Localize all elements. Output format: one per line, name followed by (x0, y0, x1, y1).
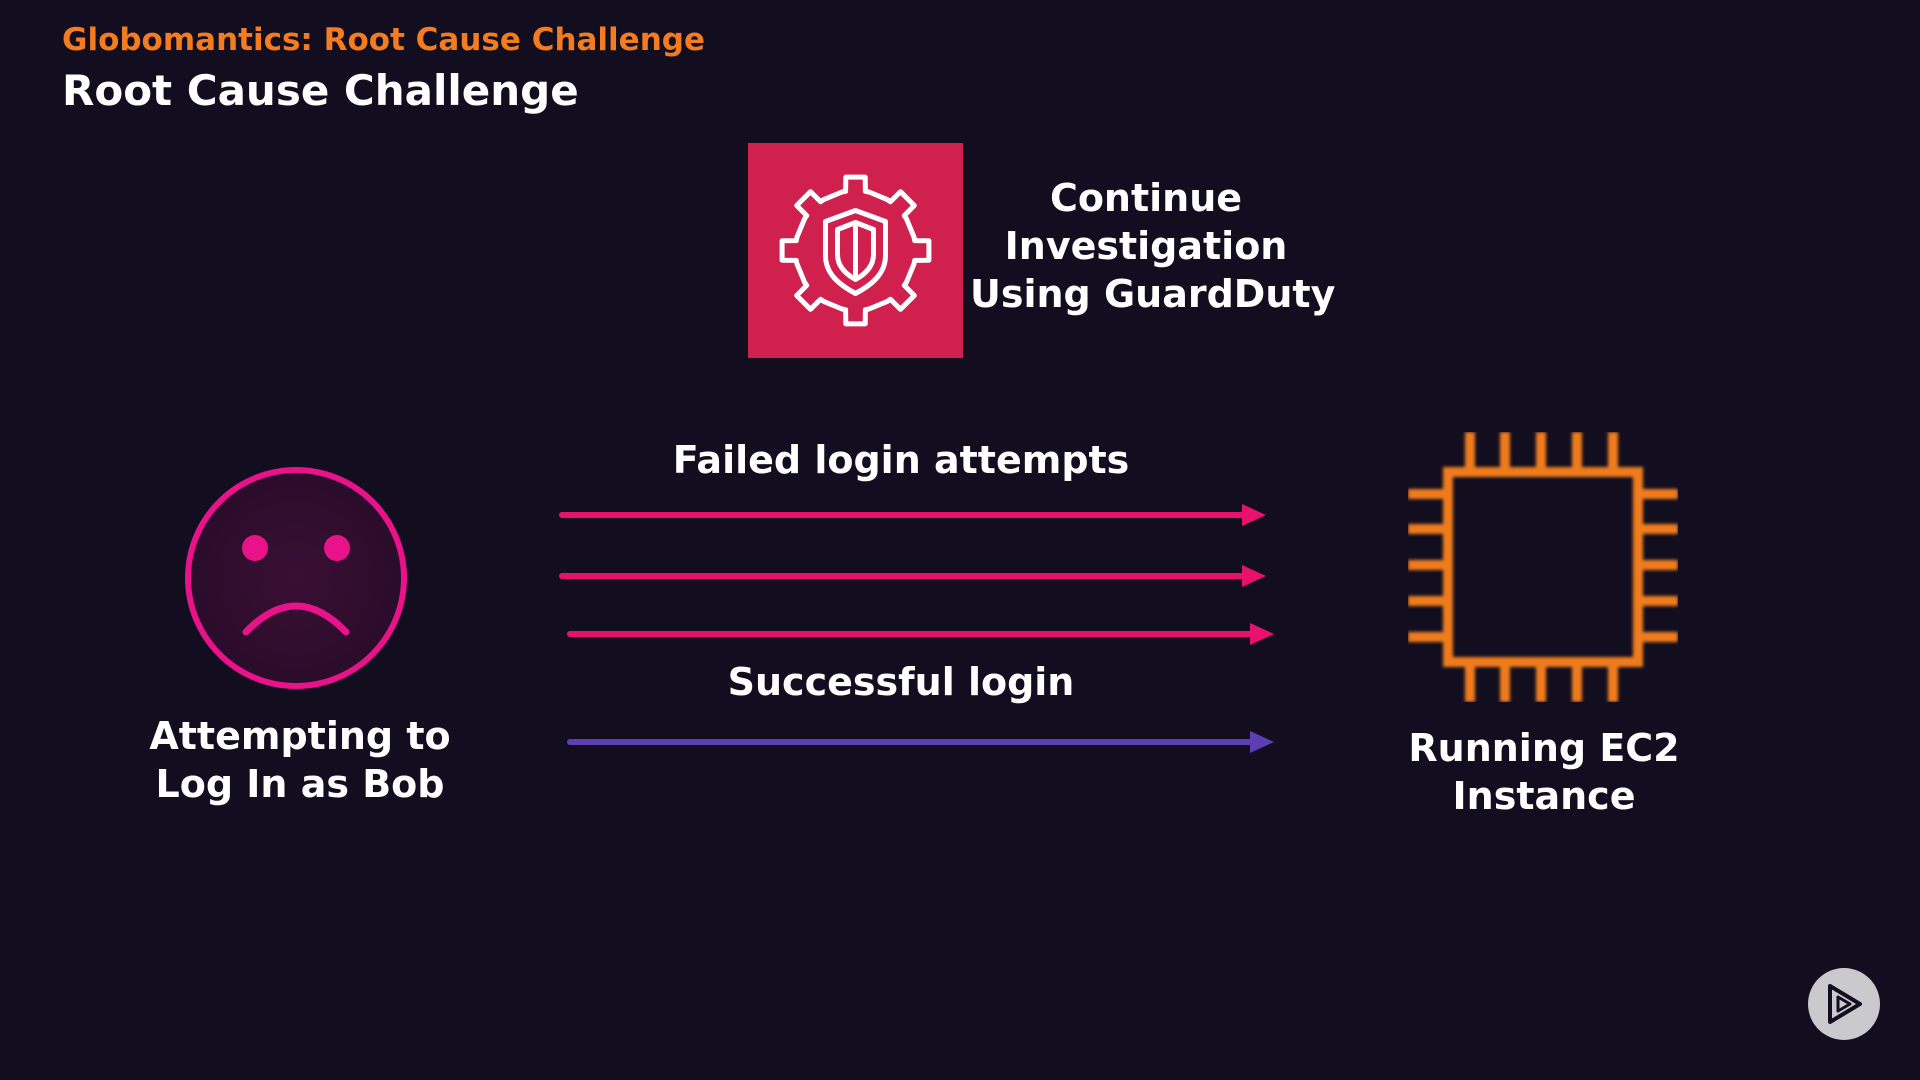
failed-login-arrow (559, 504, 1266, 526)
ec2-instance-icon (1408, 432, 1678, 702)
guardduty-label: Continue Investigation Using GuardDuty (970, 174, 1336, 318)
successful-login-label: Successful login (727, 660, 1075, 704)
guardduty-label-line: Investigation (1004, 224, 1288, 268)
user-label: Attempting to Log In as Bob (140, 712, 460, 808)
user-label-line: Log In as Bob (155, 762, 445, 806)
play-icon (1828, 984, 1862, 1024)
guardduty-icon (748, 143, 963, 358)
guardduty-label-line: Continue (1049, 176, 1243, 220)
slide-title: Root Cause Challenge (62, 66, 579, 115)
guardduty-label-line: Using GuardDuty (970, 272, 1336, 316)
ec2-label-line: Running EC2 (1408, 726, 1680, 770)
slide-eyebrow: Globomantics: Root Cause Challenge (62, 22, 705, 58)
failed-login-arrow (559, 565, 1266, 587)
sad-face-icon (180, 462, 412, 694)
ec2-instance-label: Running EC2 Instance (1374, 724, 1714, 820)
successful-login-arrow (567, 731, 1274, 753)
ec2-label-line: Instance (1452, 774, 1636, 818)
failed-login-label: Failed login attempts (672, 438, 1130, 482)
user-label-line: Attempting to (149, 714, 451, 758)
failed-login-arrow (567, 623, 1274, 645)
play-button[interactable] (1808, 968, 1880, 1040)
